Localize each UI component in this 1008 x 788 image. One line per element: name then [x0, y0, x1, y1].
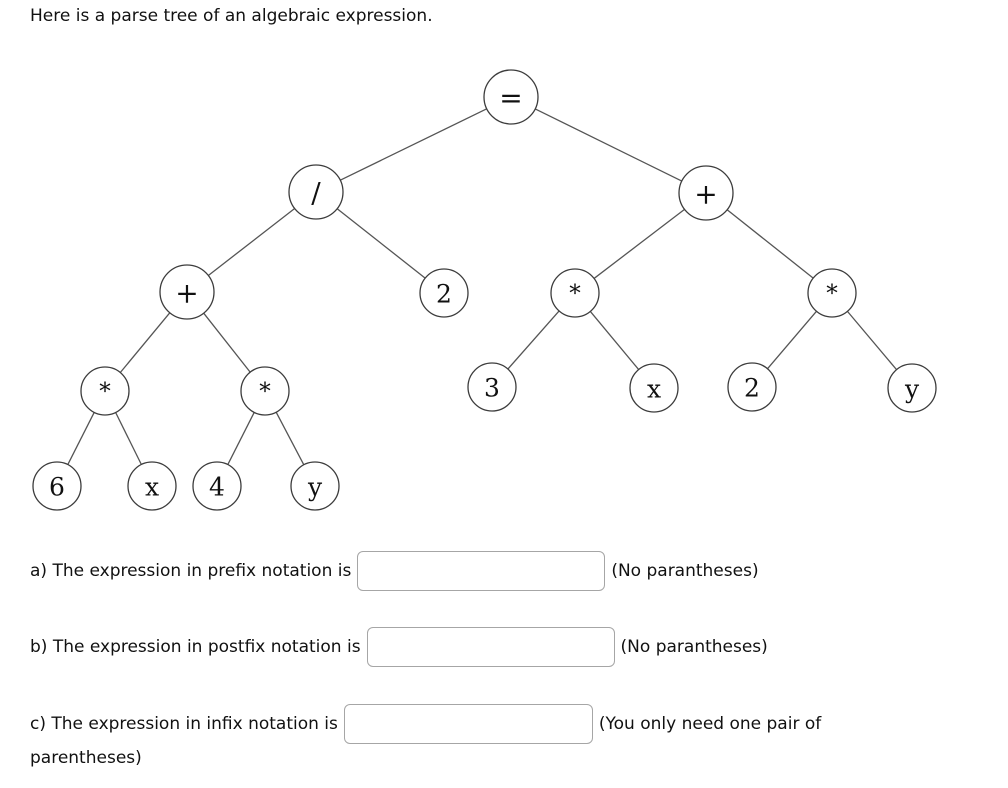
tree-node-4: 4 [192, 461, 242, 511]
tree-node-circle [159, 264, 215, 320]
question-row-a: a) The expression in prefix notation is … [30, 551, 759, 591]
tree-node-label: + [694, 178, 717, 211]
tree-node-label: 6 [49, 473, 65, 502]
tree-node-label: = [499, 82, 522, 115]
tree-node-circle [288, 164, 344, 220]
tree-node-label: x [145, 473, 159, 502]
tree-node-label: * [826, 281, 838, 307]
tree-edge [846, 310, 898, 371]
tree-edge [275, 411, 305, 466]
tree-node-circle [192, 461, 242, 511]
tree-node-group: = / + +2 * * * * 3 x 2 y 6 x 4 y [32, 69, 937, 511]
tree-node-x: x [127, 461, 177, 511]
tree-node-label: * [569, 281, 581, 307]
tree-node-label: y [307, 473, 323, 502]
question-label-b: b) The expression in postfix notation is [30, 637, 361, 657]
question-hint-c: (You only need one pair of [598, 714, 822, 734]
tree-node-circle [678, 165, 734, 221]
postfix-notation-input[interactable] [366, 627, 615, 667]
tree-node-circle [483, 69, 539, 125]
tree-node-circle [240, 366, 290, 416]
tree-node-label: * [99, 379, 111, 405]
tree-edge [119, 312, 171, 373]
tree-node-plus: + [159, 264, 215, 320]
tree-node-label: x [647, 375, 661, 404]
tree-node-3: 3 [467, 362, 517, 412]
tree-node-circle [550, 268, 600, 318]
infix-notation-input[interactable] [343, 704, 593, 744]
tree-node-star: * [550, 268, 600, 318]
tree-node-star: * [807, 268, 857, 318]
tree-edge [593, 208, 685, 279]
tree-node-circle [629, 363, 679, 413]
tree-edge [767, 310, 817, 370]
tree-node-plus: + [678, 165, 734, 221]
tree-edge [507, 310, 560, 370]
tree-node-6: 6 [32, 461, 82, 511]
tree-node-circle [807, 268, 857, 318]
prefix-notation-input[interactable] [357, 551, 606, 591]
tree-edge [534, 108, 683, 182]
tree-node-eq: = [483, 69, 539, 125]
tree-node-y: y [887, 363, 937, 413]
tree-edge [207, 208, 296, 276]
tree-node-2: 2 [419, 268, 469, 318]
tree-edge [227, 412, 255, 465]
tree-edge-group [67, 108, 898, 466]
question-label-c: c) The expression in infix notation is [30, 714, 338, 734]
tree-node-div: / [288, 164, 344, 220]
tree-node-circle [727, 362, 777, 412]
tree-node-star: * [240, 366, 290, 416]
tree-node-label: 2 [436, 280, 452, 309]
parse-tree-svg: = / + +2 * * * * 3 x 2 y 6 x 4 y [32, 69, 937, 511]
tree-node-circle [290, 461, 340, 511]
tree-node-circle [467, 362, 517, 412]
tree-edge [336, 208, 426, 279]
tree-edge [203, 312, 251, 373]
intro-text: Here is a parse tree of an algebraic exp… [30, 6, 433, 26]
tree-node-circle [32, 461, 82, 511]
question-hint-b: (No parantheses) [620, 637, 768, 657]
tree-node-y: y [290, 461, 340, 511]
question-row-c: c) The expression in infix notation is (… [30, 704, 821, 744]
tree-edge [589, 311, 640, 370]
question-label-a: a) The expression in prefix notation is [30, 561, 352, 581]
tree-node-star: * [80, 366, 130, 416]
tree-node-label: 2 [744, 374, 760, 403]
tree-node-label: 3 [484, 374, 500, 403]
tree-node-label: y [904, 375, 920, 404]
tree-edge [726, 209, 814, 279]
tree-node-circle [419, 268, 469, 318]
tree-node-label: / [311, 177, 321, 210]
tree-node-2: 2 [727, 362, 777, 412]
question-hint-a: (No parantheses) [611, 561, 759, 581]
tree-edge [67, 412, 95, 465]
question-hint-c-continuation: parentheses) [30, 748, 142, 768]
tree-node-x: x [629, 363, 679, 413]
tree-node-label: + [175, 277, 198, 310]
question-row-b: b) The expression in postfix notation is… [30, 627, 768, 667]
tree-node-circle [80, 366, 130, 416]
parse-tree-figure: = / + +2 * * * * 3 x 2 y 6 x 4 y [0, 50, 1008, 530]
tree-edge [115, 412, 142, 465]
tree-node-label: * [259, 379, 271, 405]
tree-node-circle [887, 363, 937, 413]
tree-node-circle [127, 461, 177, 511]
tree-edge [339, 108, 488, 181]
tree-node-label: 4 [209, 473, 225, 502]
